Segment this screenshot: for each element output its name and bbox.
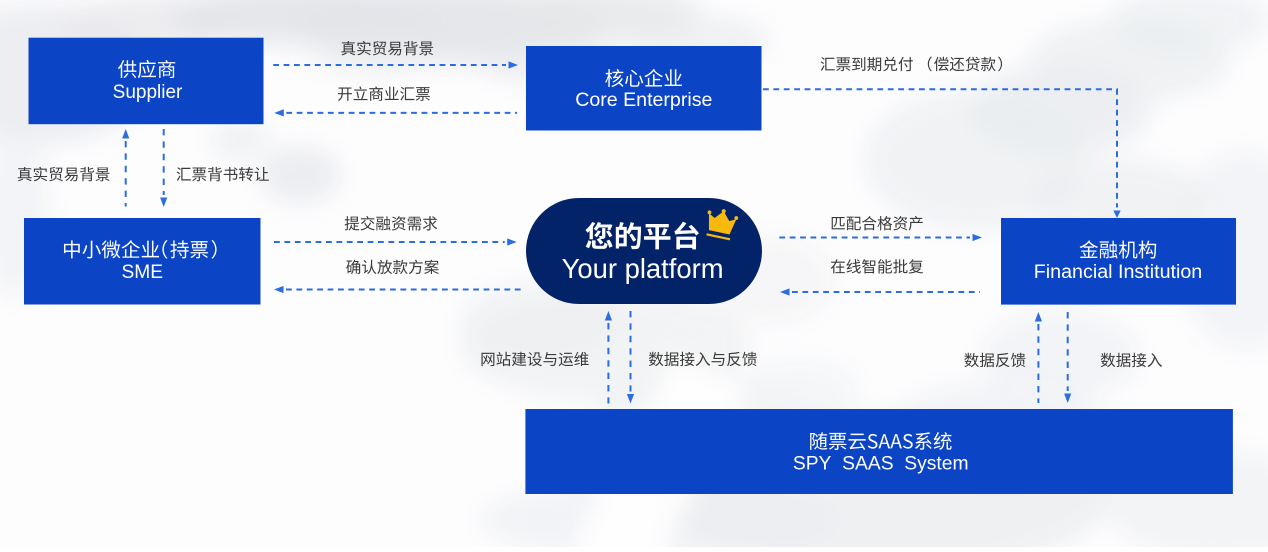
svg-text:Financial Institution: Financial Institution [1034,261,1203,283]
svg-text:SPY SAAS System: SPY SAAS System [793,454,969,475]
svg-text:Core Enterprise: Core Enterprise [575,89,712,111]
svg-text:Your platform: Your platform [562,253,724,284]
svg-text:SME: SME [122,262,164,283]
svg-text:Supplier: Supplier [113,82,183,103]
